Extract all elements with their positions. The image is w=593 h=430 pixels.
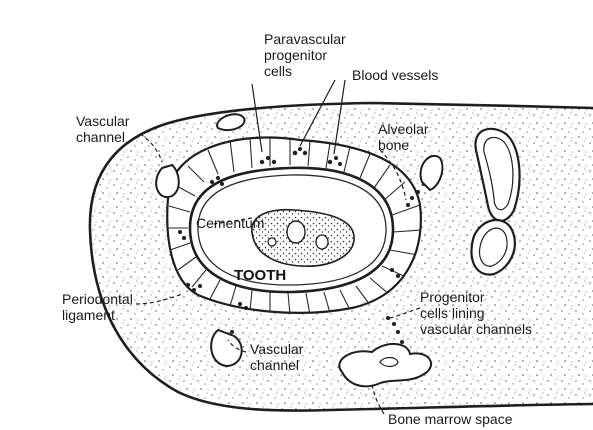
label-progenitor-lining-3: vascular channels [420, 321, 532, 337]
label-vascular-channel-top-1: Vascular [76, 113, 130, 129]
label-cementum: Cementum [196, 215, 264, 231]
label-paravascular-3: cells [264, 63, 292, 79]
label-alveolar-bone-2: bone [378, 137, 409, 153]
pulp-vessel-3 [268, 238, 276, 246]
label-blood-vessels: Blood vessels [352, 67, 438, 83]
label-vascular-channel-bottom-1: Vascular [250, 341, 304, 357]
pulp-vessel-2 [316, 235, 328, 249]
label-paravascular-2: progenitor [264, 47, 327, 63]
label-paravascular-1: Paravascular [264, 31, 346, 47]
label-periodontal-1: Periodontal [62, 291, 133, 307]
vascular-channel-upper-left [156, 165, 179, 197]
label-progenitor-lining-1: Progenitor [420, 289, 485, 305]
label-vascular-channel-top-2: channel [76, 129, 125, 145]
label-vascular-channel-bottom-2: channel [250, 357, 299, 373]
pulp-vessel-1 [287, 221, 305, 243]
label-alveolar-bone-1: Alveolar [378, 121, 429, 137]
label-tooth: TOOTH [234, 267, 286, 284]
label-progenitor-lining-2: cells lining [420, 305, 485, 321]
label-bone-marrow-space: Bone marrow space [388, 411, 513, 427]
label-periodontal-2: ligament [62, 307, 115, 323]
